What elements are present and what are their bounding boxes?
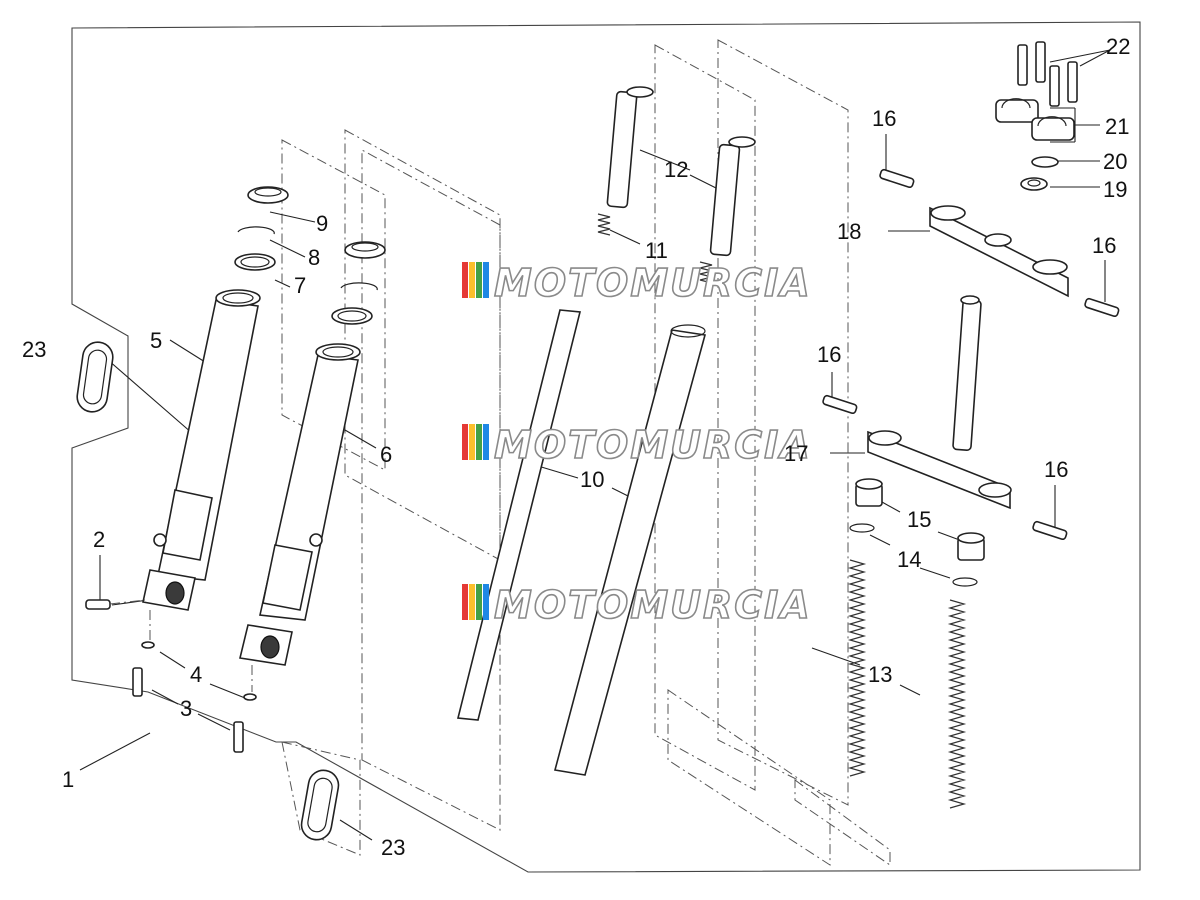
callout-2: 2 bbox=[93, 527, 105, 552]
screw-2 bbox=[85, 599, 146, 610]
callout-20: 20 bbox=[1103, 149, 1127, 174]
lower-triple-clamp bbox=[867, 295, 1012, 510]
washers-4 bbox=[141, 610, 257, 701]
callout-18: 18 bbox=[837, 219, 861, 244]
callout-12: 12 bbox=[664, 157, 688, 182]
callout-7: 7 bbox=[294, 273, 306, 298]
guide-box-center-right bbox=[717, 39, 849, 806]
callout-15: 15 bbox=[907, 507, 931, 532]
pinch-bolts-16 bbox=[822, 168, 1120, 541]
assembly-frame bbox=[71, 21, 1141, 873]
oil-seals bbox=[234, 253, 373, 325]
guide-box-left-fork bbox=[281, 139, 386, 471]
callout-19: 19 bbox=[1103, 177, 1127, 202]
washer-20 bbox=[1031, 156, 1059, 168]
left-outer-fork-tube bbox=[142, 289, 261, 611]
callout-16-right: 16 bbox=[1092, 233, 1116, 258]
right-outer-fork-tube bbox=[239, 343, 361, 666]
callout-16-bottom: 16 bbox=[1044, 457, 1068, 482]
guide-box-center-left bbox=[361, 149, 501, 831]
dust-caps bbox=[247, 186, 386, 259]
callout-6: 6 bbox=[380, 442, 392, 467]
main-spring-right bbox=[947, 599, 967, 809]
guide-box-right-stem bbox=[667, 689, 831, 866]
callout-13: 13 bbox=[868, 662, 892, 687]
watermark-top: MOTOMURCIA bbox=[462, 260, 812, 306]
damper-rods bbox=[606, 86, 756, 257]
callout-16-mid: 16 bbox=[817, 342, 841, 367]
main-spring-left bbox=[847, 559, 867, 777]
screws-3 bbox=[132, 667, 244, 753]
callout-8: 8 bbox=[308, 245, 320, 270]
upper-triple-clamp bbox=[929, 205, 1069, 298]
callout-22: 22 bbox=[1106, 34, 1130, 59]
o-rings-14 bbox=[849, 523, 978, 587]
guide-box-bottom-left bbox=[281, 741, 361, 856]
guide-box-spring bbox=[794, 779, 891, 866]
callout-21: 21 bbox=[1105, 114, 1129, 139]
damper-springs bbox=[597, 213, 713, 284]
clamp-bolts-22 bbox=[1017, 41, 1078, 107]
callout-9: 9 bbox=[316, 211, 328, 236]
oval-cap-bottom bbox=[300, 769, 340, 841]
callout-5: 5 bbox=[150, 328, 162, 353]
callout-3: 3 bbox=[180, 696, 192, 721]
svg-text:MOTOMURCIA: MOTOMURCIA bbox=[494, 261, 812, 305]
callout-4: 4 bbox=[190, 662, 202, 687]
callout-17: 17 bbox=[784, 441, 808, 466]
watermark-middle: MOTOMURCIA bbox=[462, 422, 812, 468]
guide-box-left-fork-2 bbox=[344, 129, 501, 561]
oval-cap-left bbox=[76, 341, 114, 413]
svg-text:MOTOMURCIA: MOTOMURCIA bbox=[494, 583, 812, 627]
callout-labels: 1 2 3 4 5 6 7 8 9 10 11 12 13 14 15 16 1… bbox=[22, 34, 1130, 860]
handlebar-clamps-21 bbox=[995, 98, 1075, 141]
snap-rings bbox=[237, 226, 378, 291]
callout-11: 11 bbox=[645, 238, 668, 263]
fork-caps-15 bbox=[855, 478, 985, 561]
svg-text:MOTOMURCIA: MOTOMURCIA bbox=[494, 423, 812, 467]
callout-14: 14 bbox=[897, 547, 921, 572]
callout-16-top: 16 bbox=[872, 106, 896, 131]
leader-lines bbox=[79, 49, 1111, 841]
callout-1: 1 bbox=[62, 767, 74, 792]
watermark-bottom: MOTOMURCIA bbox=[462, 582, 812, 628]
callout-10: 10 bbox=[580, 467, 604, 492]
callout-23-bottom: 23 bbox=[381, 835, 405, 860]
stem-nut-19 bbox=[1020, 177, 1048, 191]
callout-23-left: 23 bbox=[22, 337, 46, 362]
